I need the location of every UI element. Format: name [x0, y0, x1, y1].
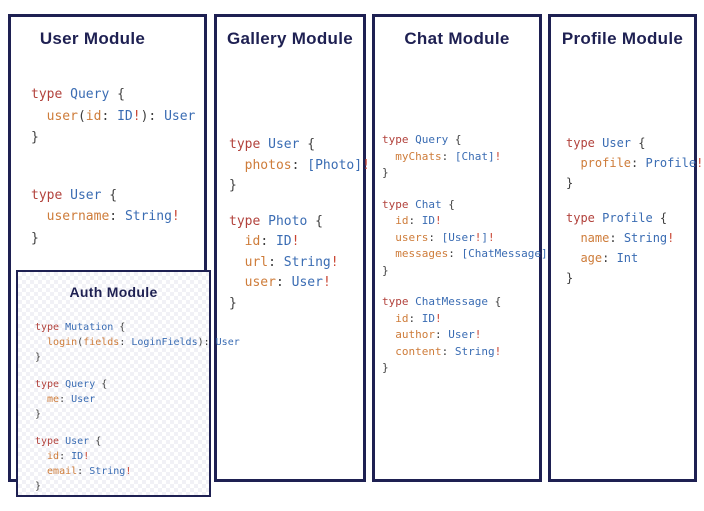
- code-block: type Mutation { login(fields: LoginField…: [35, 320, 240, 365]
- code-block: type Chat { id: ID! users: [User!]! mess…: [382, 197, 554, 280]
- code-line: user(id: ID!): User: [31, 108, 196, 124]
- auth-module-title: Auth Module: [69, 284, 158, 300]
- code-line: }: [35, 481, 42, 492]
- code-block: type User { profile: Profile!}: [566, 133, 703, 193]
- code-line: age: Int: [566, 251, 639, 265]
- gallery-module-schema-code: type User { photos: [Photo]!}type Photo …: [229, 135, 370, 329]
- code-line: }: [382, 263, 389, 277]
- code-block: type ChatMessage { id: ID! author: User!…: [382, 294, 554, 377]
- code-line: type Photo {: [229, 213, 323, 229]
- code-line: author: User!: [382, 328, 482, 341]
- chat-module-schema-code: type Query { myChats: [Chat]!}type Chat …: [382, 132, 554, 392]
- code-line: }: [382, 166, 389, 179]
- code-line: }: [229, 295, 237, 311]
- code-block: type User { photos: [Photo]!}: [229, 135, 370, 197]
- code-line: username: String!: [31, 209, 180, 224]
- code-block: type User { id: ID! email: String!}: [35, 434, 240, 494]
- code-line: }: [382, 361, 389, 374]
- profile-module-panel: Profile Module type User { profile: Prof…: [548, 14, 703, 482]
- code-line: type ChatMessage {: [382, 295, 502, 308]
- code-line: type Query {: [31, 87, 125, 102]
- code-line: }: [566, 271, 574, 285]
- code-line: type Chat {: [382, 197, 455, 211]
- gallery-module-title: Gallery Module: [226, 29, 354, 48]
- code-line: name: String!: [566, 231, 675, 245]
- code-line: myChats: [Chat]!: [382, 149, 502, 163]
- code-line: type User {: [566, 136, 646, 150]
- code-line: }: [35, 409, 42, 420]
- code-line: content: String!: [382, 344, 502, 358]
- code-line: }: [566, 176, 574, 190]
- code-line: type Query {: [35, 379, 108, 390]
- code-block: type User { username: String!}: [31, 185, 195, 250]
- code-line: profile: Profile!: [566, 156, 704, 170]
- code-line: users: [User!]!: [382, 230, 495, 244]
- code-block: type Profile { name: String! age: Int}: [566, 208, 703, 288]
- code-block: type Query { me: User}: [35, 377, 240, 422]
- code-line: }: [31, 230, 39, 246]
- user-module-panel: User Module type Query { user(id: ID!): …: [8, 14, 240, 497]
- user-module-schema-code: type Query { user(id: ID!): User}type Us…: [31, 84, 195, 285]
- code-line: id: ID!: [382, 214, 442, 227]
- code-line: login(fields: LoginFields): User: [35, 337, 240, 348]
- code-line: url: String!: [229, 254, 339, 270]
- code-line: me: User: [35, 394, 96, 405]
- code-line: }: [31, 130, 39, 145]
- code-line: }: [35, 352, 42, 363]
- gallery-module-panel: Gallery Module type User { photos: [Phot…: [214, 14, 370, 482]
- code-block: type Photo { id: ID! url: String! user: …: [229, 212, 370, 315]
- code-line: id: ID!: [35, 451, 90, 462]
- chat-module-title: Chat Module: [404, 29, 510, 48]
- code-line: }: [229, 178, 237, 193]
- code-line: id: ID!: [382, 311, 442, 325]
- auth-module-schema-code: type Mutation { login(fields: LoginField…: [35, 320, 240, 506]
- auth-module-panel: Auth Module type Mutation { login(fields…: [16, 270, 240, 497]
- code-line: email: String!: [35, 466, 132, 477]
- code-line: messages: [ChatMessage]!: [382, 247, 554, 260]
- chat-module-panel: Chat Module type Query { myChats: [Chat]…: [372, 14, 554, 482]
- profile-module-schema-code: type User { profile: Profile!}type Profi…: [566, 133, 703, 303]
- code-line: type User {: [35, 436, 102, 447]
- code-line: photos: [Photo]!: [229, 157, 370, 173]
- code-line: type Mutation {: [35, 322, 126, 333]
- code-line: type Query {: [382, 133, 462, 146]
- code-line: id: ID!: [229, 234, 300, 249]
- profile-module-title: Profile Module: [561, 29, 684, 48]
- code-line: type User {: [229, 137, 316, 152]
- code-block: type Query { myChats: [Chat]!}: [382, 132, 554, 182]
- code-line: type User {: [31, 187, 118, 203]
- code-line: type Profile {: [566, 211, 668, 225]
- code-line: user: User!: [229, 275, 331, 290]
- user-module-title: User Module: [39, 29, 146, 48]
- code-block: type Query { user(id: ID!): User}: [31, 84, 195, 149]
